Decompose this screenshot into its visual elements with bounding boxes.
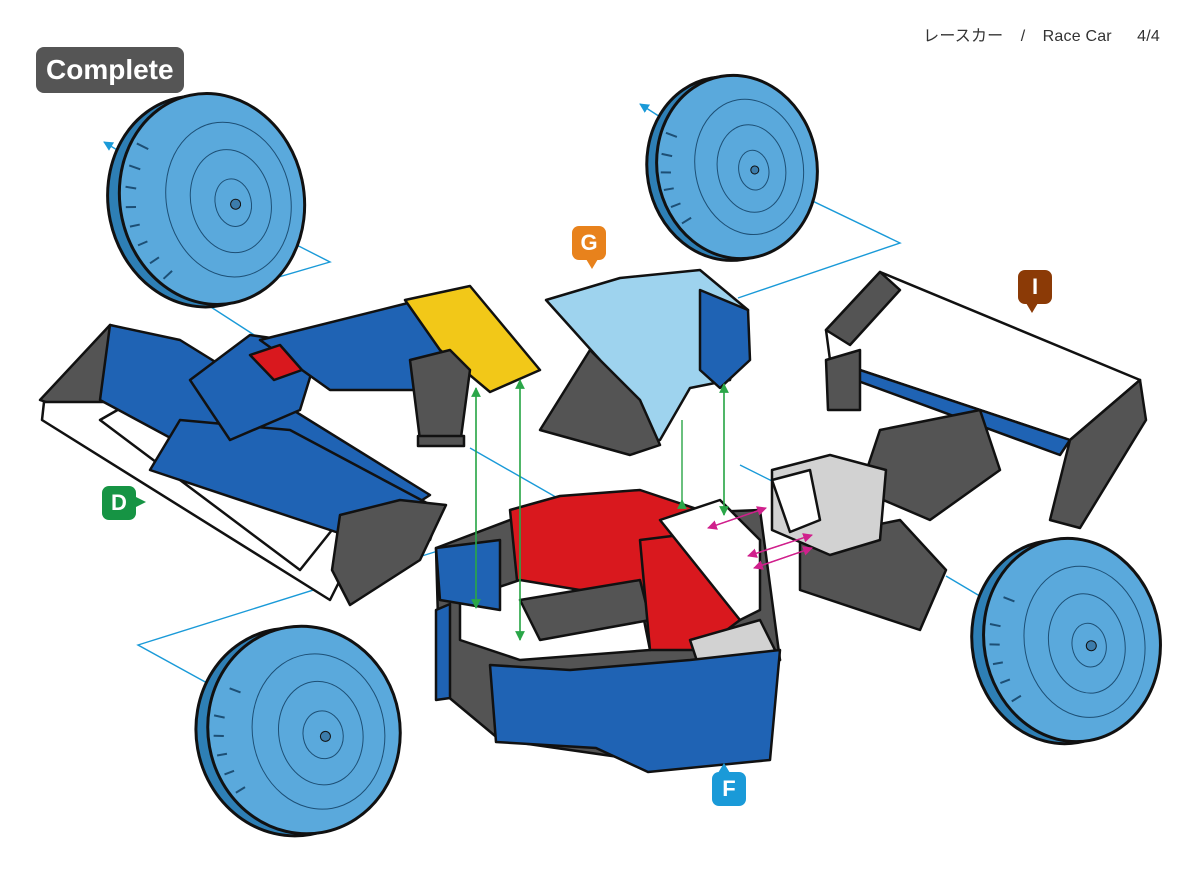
header-title-en: Race Car bbox=[1042, 28, 1112, 45]
part-label-g: G bbox=[572, 226, 606, 269]
page-header: レースカー / Race Car 4/4 bbox=[923, 22, 1160, 46]
connection-guides-pink bbox=[707, 506, 813, 570]
wheel-rear-right bbox=[970, 536, 1162, 746]
part-g-assembly bbox=[538, 268, 752, 457]
header-title-ja: レースカー bbox=[923, 28, 1004, 45]
complete-badge: Complete bbox=[36, 47, 184, 93]
header-separator: / bbox=[1020, 28, 1026, 45]
part-label-f: F bbox=[712, 763, 746, 806]
header-page-number: 4/4 bbox=[1137, 28, 1160, 45]
part-i-assembly bbox=[770, 270, 1148, 632]
wheel-front-left bbox=[106, 92, 307, 309]
connection-guides-green bbox=[471, 379, 729, 641]
wheel-rear-left bbox=[194, 624, 402, 838]
part-f-assembly bbox=[434, 488, 782, 774]
part-label-d: D bbox=[102, 486, 146, 520]
part-label-i: I bbox=[1018, 270, 1052, 313]
wheel-front-right bbox=[645, 73, 819, 262]
part-d-assembly bbox=[38, 284, 542, 607]
